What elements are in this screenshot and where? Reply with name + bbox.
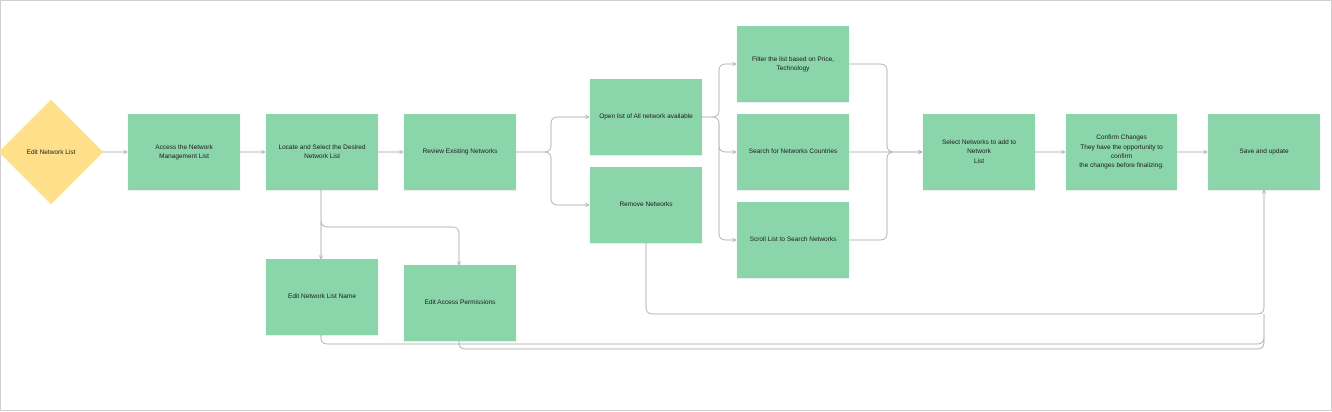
node-edit-list-name[interactable]: Edit Network List Name	[266, 259, 378, 335]
start-label: Edit Network List	[26, 148, 76, 156]
connector-review-remove	[543, 151, 589, 205]
node-select-networks[interactable]: Select Networks to add to Network List	[923, 114, 1035, 190]
node-scroll-list[interactable]: Scroll List to Search Networks	[737, 202, 849, 278]
connector-remove-save	[645, 190, 1264, 315]
connector-open-search	[711, 116, 736, 152]
start-decision[interactable]: Edit Network List	[0, 99, 104, 205]
node-confirm-changes[interactable]: Confirm Changes They have the opportunit…	[1066, 114, 1177, 190]
node-save-update[interactable]: Save and update	[1208, 114, 1320, 190]
connector-editperm-save	[458, 337, 1265, 350]
connector-open-filter	[702, 64, 736, 118]
connector-filter-select	[849, 63, 922, 152]
node-search-countries[interactable]: Search for Networks Countries	[737, 114, 849, 190]
node-locate-select-list[interactable]: Locate and Select the Desired Network Li…	[266, 114, 378, 190]
node-edit-permissions[interactable]: Edit Access Permissions	[404, 265, 516, 341]
node-review-existing[interactable]: Review Existing Networks	[404, 114, 516, 190]
connector-scroll-select	[849, 151, 895, 241]
node-filter-list[interactable]: Filter the list based on Price, Technolo…	[737, 26, 849, 102]
node-access-management-list[interactable]: Access the Network Management List	[128, 114, 240, 190]
connector-locate-editperm	[320, 219, 459, 265]
connector-open-scroll	[718, 124, 736, 240]
node-remove-networks[interactable]: Remove Networks	[590, 167, 702, 243]
node-open-all-networks[interactable]: Open list of All network available	[590, 79, 702, 155]
connector-review-open	[516, 117, 589, 153]
